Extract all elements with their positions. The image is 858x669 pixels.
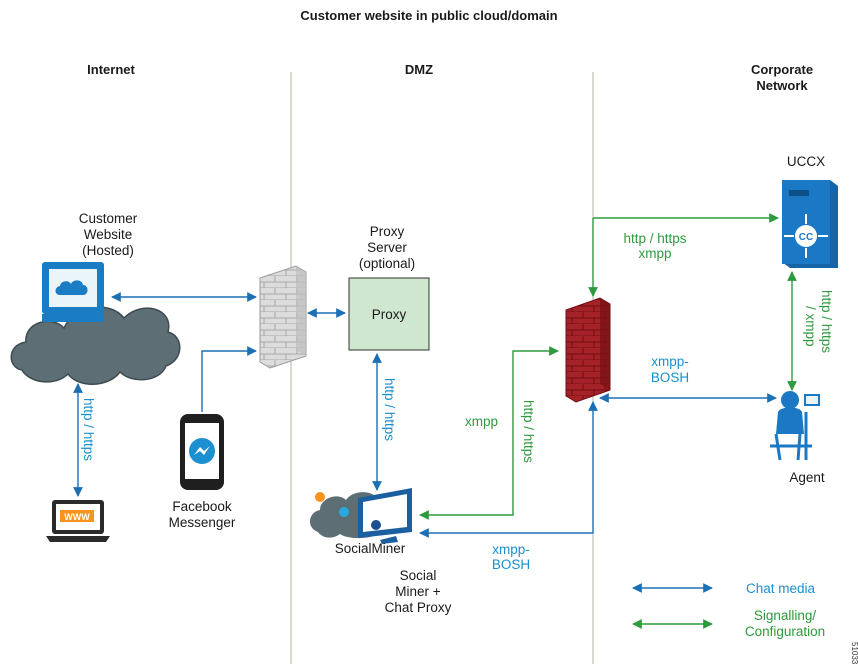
firewall-gray-icon (259, 265, 307, 369)
legend-signalling-label-1: Signalling/ (754, 608, 817, 623)
uccx-http-label-1: http / https (623, 231, 686, 246)
uccx-http-label-2: xmpp (638, 246, 671, 261)
zone-corporate-label-2: Network (756, 78, 808, 93)
socialminer-chat-proxy-label-3: Chat Proxy (385, 600, 452, 615)
legend-signalling-label-2: Configuration (745, 624, 825, 639)
customer-website-label-1: Customer (79, 211, 138, 226)
socialminer-icon (309, 488, 412, 544)
facebook-messenger-label-1: Facebook (172, 499, 232, 514)
link-dmz-http-label: http / https (521, 400, 536, 463)
sm-bosh-label-2: BOSH (492, 557, 530, 572)
cloud-icon (10, 306, 181, 385)
proxy-box (348, 277, 430, 351)
link-messenger-firewall (201, 346, 257, 412)
agent-label: Agent (789, 470, 825, 485)
agent-bosh-label-2: BOSH (651, 370, 689, 385)
agent-icon (770, 391, 820, 461)
uccx-label: UCCX (787, 154, 825, 169)
link-xmpp-label: xmpp (465, 414, 498, 429)
figure-id: 510337 (850, 642, 858, 664)
legend-chat-media-label: Chat media (746, 581, 816, 596)
proxy-box-label: Proxy (372, 307, 407, 322)
proxy-server-label-3: (optional) (359, 256, 415, 271)
zone-dmz-label: DMZ (405, 62, 433, 77)
proxy-server-label-1: Proxy (370, 224, 405, 239)
link-socialminer-firewall-chat (419, 401, 598, 538)
zone-corporate-label: Corporate (751, 62, 813, 77)
proxy-server-label-2: Server (367, 240, 407, 255)
socialminer-chat-proxy-label-1: Social (400, 568, 437, 583)
laptop-icon: WWW (46, 500, 110, 542)
link-proxy-http-label: http / https (382, 378, 397, 441)
agent-bosh-label-1: xmpp- (651, 354, 689, 369)
customer-website-label-3: (Hosted) (82, 243, 134, 258)
hosted-website-computer-icon (42, 262, 104, 322)
uccx-agent-label-2: / xmpp (803, 306, 818, 347)
uccx-server-icon: CC (782, 180, 838, 268)
zone-internet-label: Internet (87, 62, 135, 77)
link-internet-http-label: http / https (81, 398, 96, 461)
firewall-red-icon (565, 297, 611, 403)
customer-website-label-2: Website (84, 227, 133, 242)
facebook-messenger-label-2: Messenger (169, 515, 236, 530)
diagram-title: Customer website in public cloud/domain (300, 8, 557, 23)
sm-bosh-label-1: xmpp- (492, 542, 530, 557)
uccx-agent-label-1: http / https (819, 290, 834, 353)
socialminer-label: SocialMiner (335, 541, 406, 556)
smartphone-icon (180, 414, 224, 490)
socialminer-chat-proxy-label-2: Miner + (395, 584, 441, 599)
link-socialminer-firewall-signalling (419, 346, 559, 520)
uccx-badge: CC (799, 232, 813, 243)
www-badge: WWW (64, 512, 90, 522)
